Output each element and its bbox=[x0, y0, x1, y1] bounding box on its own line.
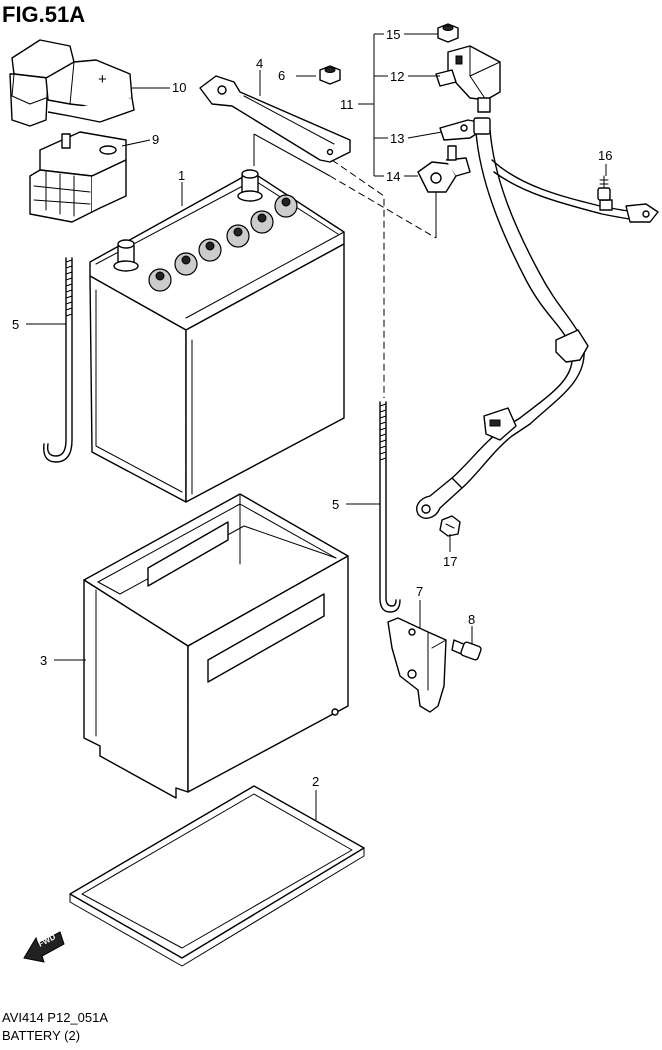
callout-9: 9 bbox=[152, 132, 159, 147]
callout-2: 2 bbox=[312, 774, 319, 789]
bolt-16 bbox=[597, 175, 611, 201]
callout-13: 13 bbox=[390, 131, 404, 146]
bolt-8 bbox=[451, 639, 482, 661]
diagram-caption: BATTERY (2) bbox=[2, 1028, 81, 1043]
callout-15: 15 bbox=[386, 27, 400, 42]
fwd-arrow-icon: FWD bbox=[23, 931, 65, 963]
terminal-clamp-14 bbox=[417, 145, 471, 193]
callout-3: 3 bbox=[40, 653, 47, 668]
callout-16: 16 bbox=[598, 148, 612, 163]
callouts: 10 9 1 4 6 5 5 3 2 7 8 17 16 11 15 12 13… bbox=[12, 27, 612, 789]
callout-5-right: 5 bbox=[332, 497, 339, 512]
callout-7: 7 bbox=[416, 584, 423, 599]
relay-12 bbox=[435, 45, 501, 113]
callout-6: 6 bbox=[278, 68, 285, 83]
bolt-17 bbox=[439, 515, 461, 537]
battery-cable bbox=[416, 117, 659, 519]
j-bolt-left bbox=[43, 257, 73, 463]
terminal-13 bbox=[439, 119, 483, 141]
base-plate bbox=[69, 785, 365, 967]
callout-5-left: 5 bbox=[12, 317, 19, 332]
callout-12: 12 bbox=[390, 69, 404, 84]
callout-4: 4 bbox=[256, 56, 263, 71]
callout-8: 8 bbox=[468, 612, 475, 627]
plus-symbol: + bbox=[98, 71, 107, 88]
fuse-block bbox=[29, 131, 127, 223]
alignment-line-terminal bbox=[329, 175, 437, 239]
nut-15 bbox=[437, 23, 459, 43]
callout-1: 1 bbox=[178, 168, 185, 183]
battery bbox=[89, 169, 345, 503]
callout-17: 17 bbox=[443, 554, 457, 569]
callout-11: 11 bbox=[340, 97, 354, 112]
callout-10: 10 bbox=[172, 80, 186, 95]
j-bolt-right bbox=[379, 401, 401, 613]
figure-title: FIG.51A bbox=[2, 2, 86, 27]
mounting-bracket bbox=[387, 617, 447, 713]
callout-14: 14 bbox=[386, 169, 400, 184]
leader-lines bbox=[26, 33, 607, 820]
diagram-code: AVI414 P12_051A bbox=[2, 1010, 109, 1025]
nut-6 bbox=[319, 65, 341, 85]
terminal-cover: + bbox=[9, 39, 135, 127]
battery-tray bbox=[83, 493, 349, 799]
hold-down-bracket bbox=[199, 75, 351, 163]
